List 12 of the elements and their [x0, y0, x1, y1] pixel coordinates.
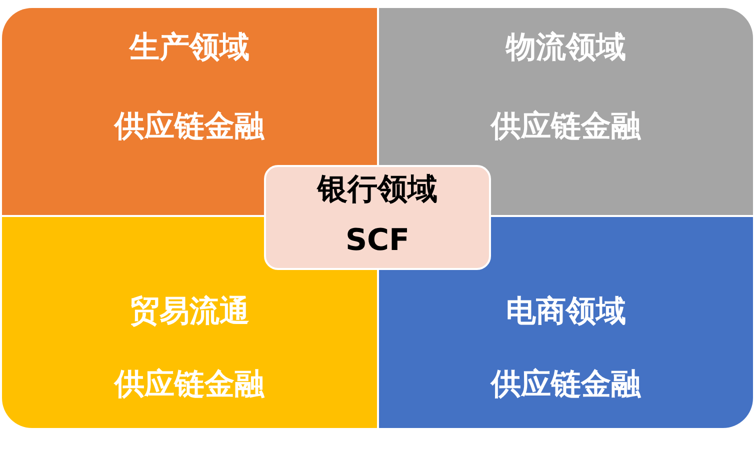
- section-subtitle: 供应链金融: [114, 367, 264, 403]
- section-title: 电商领域: [506, 294, 626, 330]
- section-subtitle: 供应链金融: [491, 109, 641, 145]
- section-subtitle: 供应链金融: [114, 109, 264, 145]
- section-title: 物流领域: [506, 30, 626, 66]
- section-title: 生产领域: [130, 30, 250, 66]
- section-title: 贸易流通: [130, 294, 250, 330]
- section-title: 银行领域: [318, 172, 438, 208]
- section-subtitle: 供应链金融: [491, 367, 641, 403]
- center-box: [264, 165, 491, 270]
- quadrant-panel: [2, 8, 377, 215]
- section-subtitle: SCF: [345, 223, 410, 259]
